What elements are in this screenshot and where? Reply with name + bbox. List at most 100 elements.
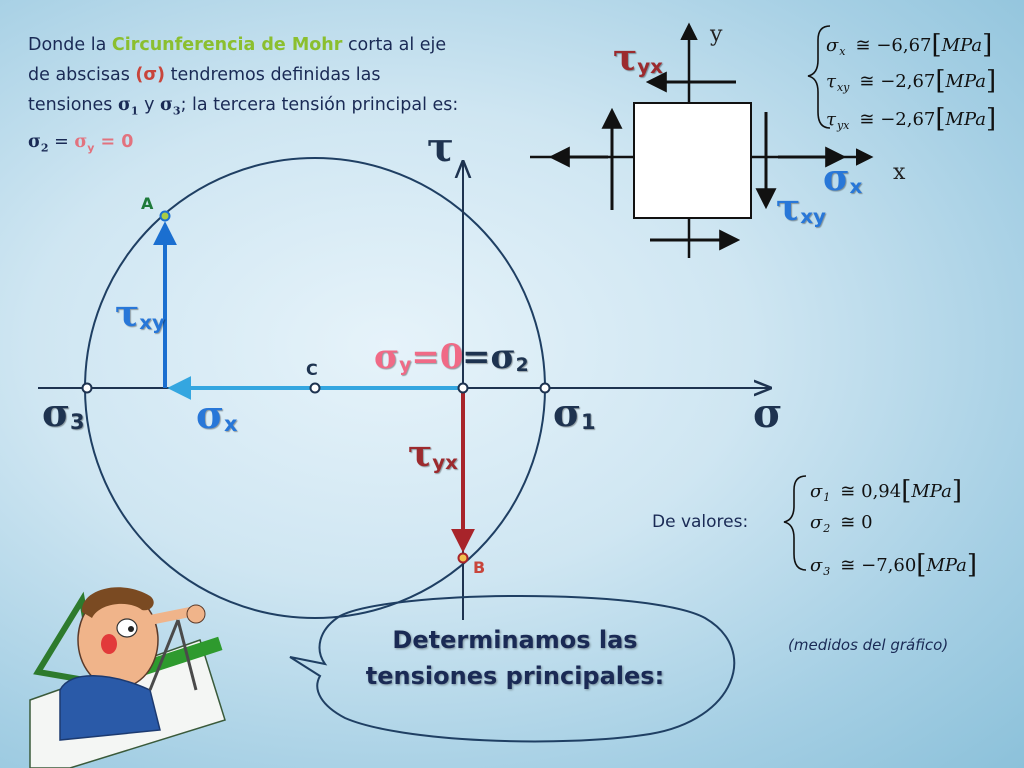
character-hand [186, 604, 206, 624]
given-eq-tau-yx: τyx≅ −2,67[MPa] [826, 104, 996, 132]
tau-xy-label: τxy [115, 296, 165, 333]
element-tau-yx-label: τyx [613, 40, 663, 77]
result-val: −7,60 [861, 555, 917, 576]
element-y-label: y [710, 22, 723, 47]
intro-text-1: Donde la [28, 35, 112, 55]
bracket-open: [ [931, 30, 942, 60]
sigma3-sub: 3 [70, 410, 85, 435]
given-unit: MPa [945, 109, 987, 130]
result-sym: σ [810, 481, 823, 502]
sigma-x-sym: σ [196, 392, 225, 437]
bracket-open: [ [935, 104, 946, 134]
sigma-axis-label: σ [753, 390, 783, 437]
result-sub: 1 [823, 491, 831, 504]
point-b-marker [457, 552, 469, 564]
origin-point [457, 382, 469, 394]
intro-mohr-term: Circunferencia de Mohr [111, 35, 343, 55]
measured-note: (medidos del gráfico) [788, 636, 949, 654]
intro-sigma-y-sub: y [87, 141, 95, 154]
element-tau-yx-sub: yx [637, 54, 663, 78]
tau-xy-sym: τ [115, 293, 140, 335]
intro-paragraph: Donde la Circunferencia de Mohr corta al… [28, 30, 468, 163]
intro-sigma-y: σ [74, 131, 88, 152]
given-sub: xy [836, 81, 850, 94]
intro-text-6: = [48, 131, 75, 152]
element-sigma-x-sub: x [849, 174, 863, 198]
intro-text-7: = [94, 131, 122, 152]
character-arm [145, 607, 195, 625]
results-label: De valores: [652, 512, 749, 532]
given-val: −2,67 [880, 71, 936, 92]
given-val: −6,67 [876, 35, 932, 56]
given-rel: ≅ [855, 35, 871, 56]
bracket-open: [ [935, 66, 946, 96]
tau-axis-label: τ [427, 124, 454, 171]
bracket-close: ] [966, 550, 978, 580]
sigma-x-sub: x [224, 412, 238, 437]
element-tau-xy-sub: xy [800, 204, 826, 228]
given-sym: σ [826, 35, 839, 56]
given-eq-sigma-x: σx≅ −6,67[MPa] [826, 30, 992, 58]
bracket-close: ] [986, 104, 997, 134]
tau-yx-label: τyx [408, 436, 458, 473]
element-sigma-x-sym: σ [823, 157, 850, 199]
compass-icon [148, 619, 198, 691]
result-eq-sigma3: σ3≅ −7,60[MPa] [810, 550, 977, 578]
point-c-label: C [306, 360, 318, 379]
intro-sigma3-sub: 3 [172, 104, 181, 118]
sigma3-point [81, 382, 93, 394]
result-sub: 3 [823, 565, 831, 578]
intro-sigma1-sub: 1 [130, 104, 139, 118]
result-eq-sigma1: σ1≅ 0,94[MPa] [810, 476, 962, 504]
sigma1-label: σ1 [553, 394, 596, 433]
bracket-close: ] [986, 66, 997, 96]
intro-sigma2: σ [28, 131, 41, 152]
intro-sigma1: σ [117, 95, 131, 115]
bracket-open: [ [901, 476, 912, 506]
given-sub: x [839, 45, 846, 58]
result-val: 0,94 [861, 481, 902, 502]
draftsman-illustration [29, 587, 226, 768]
sigma3-label: σ3 [42, 394, 85, 433]
given-brace [807, 25, 831, 129]
result-rel: ≅ [840, 481, 856, 502]
sigma-y-sub: y [399, 354, 412, 376]
bubble-line-2: tensiones principales: [365, 662, 665, 690]
given-unit: MPa [945, 71, 987, 92]
given-rel: ≅ [859, 71, 875, 92]
stress-element [530, 22, 874, 258]
sigma-y-zero-label: σy=0 [374, 340, 463, 376]
intro-zero: 0 [121, 131, 134, 152]
sigma1-point [539, 382, 551, 394]
sigma-y-eq-zero: =0 [411, 337, 464, 377]
character-pupil [128, 626, 134, 632]
element-square [633, 102, 752, 219]
element-tau-yx-sym: τ [613, 37, 638, 79]
character-eye [116, 618, 138, 638]
given-unit: MPa [941, 35, 983, 56]
bubble-text: Determinamos las tensiones principales: [330, 622, 700, 694]
element-tau-xy-sym: τ [776, 187, 801, 229]
character-hair [81, 587, 154, 618]
tau-xy-sub: xy [139, 310, 165, 334]
sigma3-sym: σ [42, 390, 71, 435]
intro-text-2: corta al eje de abscisas [28, 35, 447, 85]
point-a-label: A [141, 194, 154, 213]
results-brace [783, 475, 807, 571]
element-tau-xy-label: τxy [776, 190, 826, 227]
result-rel: ≅ [840, 555, 856, 576]
given-sym: τ [826, 71, 836, 92]
intro-sigma-abscissa: (σ) [135, 65, 166, 85]
result-rel: ≅ [840, 512, 856, 533]
result-val: 0 [861, 512, 873, 533]
given-sub: yx [836, 119, 850, 132]
intro-sigma3: σ [160, 95, 173, 115]
result-sym: σ [810, 512, 823, 533]
result-sub: 2 [823, 522, 831, 535]
sigma2-eq: =σ [462, 337, 516, 377]
given-rel: ≅ [859, 109, 875, 130]
intro-text-4: y [138, 95, 160, 115]
point-b-label: B [473, 558, 486, 577]
given-eq-tau-xy: τxy ≅ −2,67[MPa] [826, 66, 996, 94]
